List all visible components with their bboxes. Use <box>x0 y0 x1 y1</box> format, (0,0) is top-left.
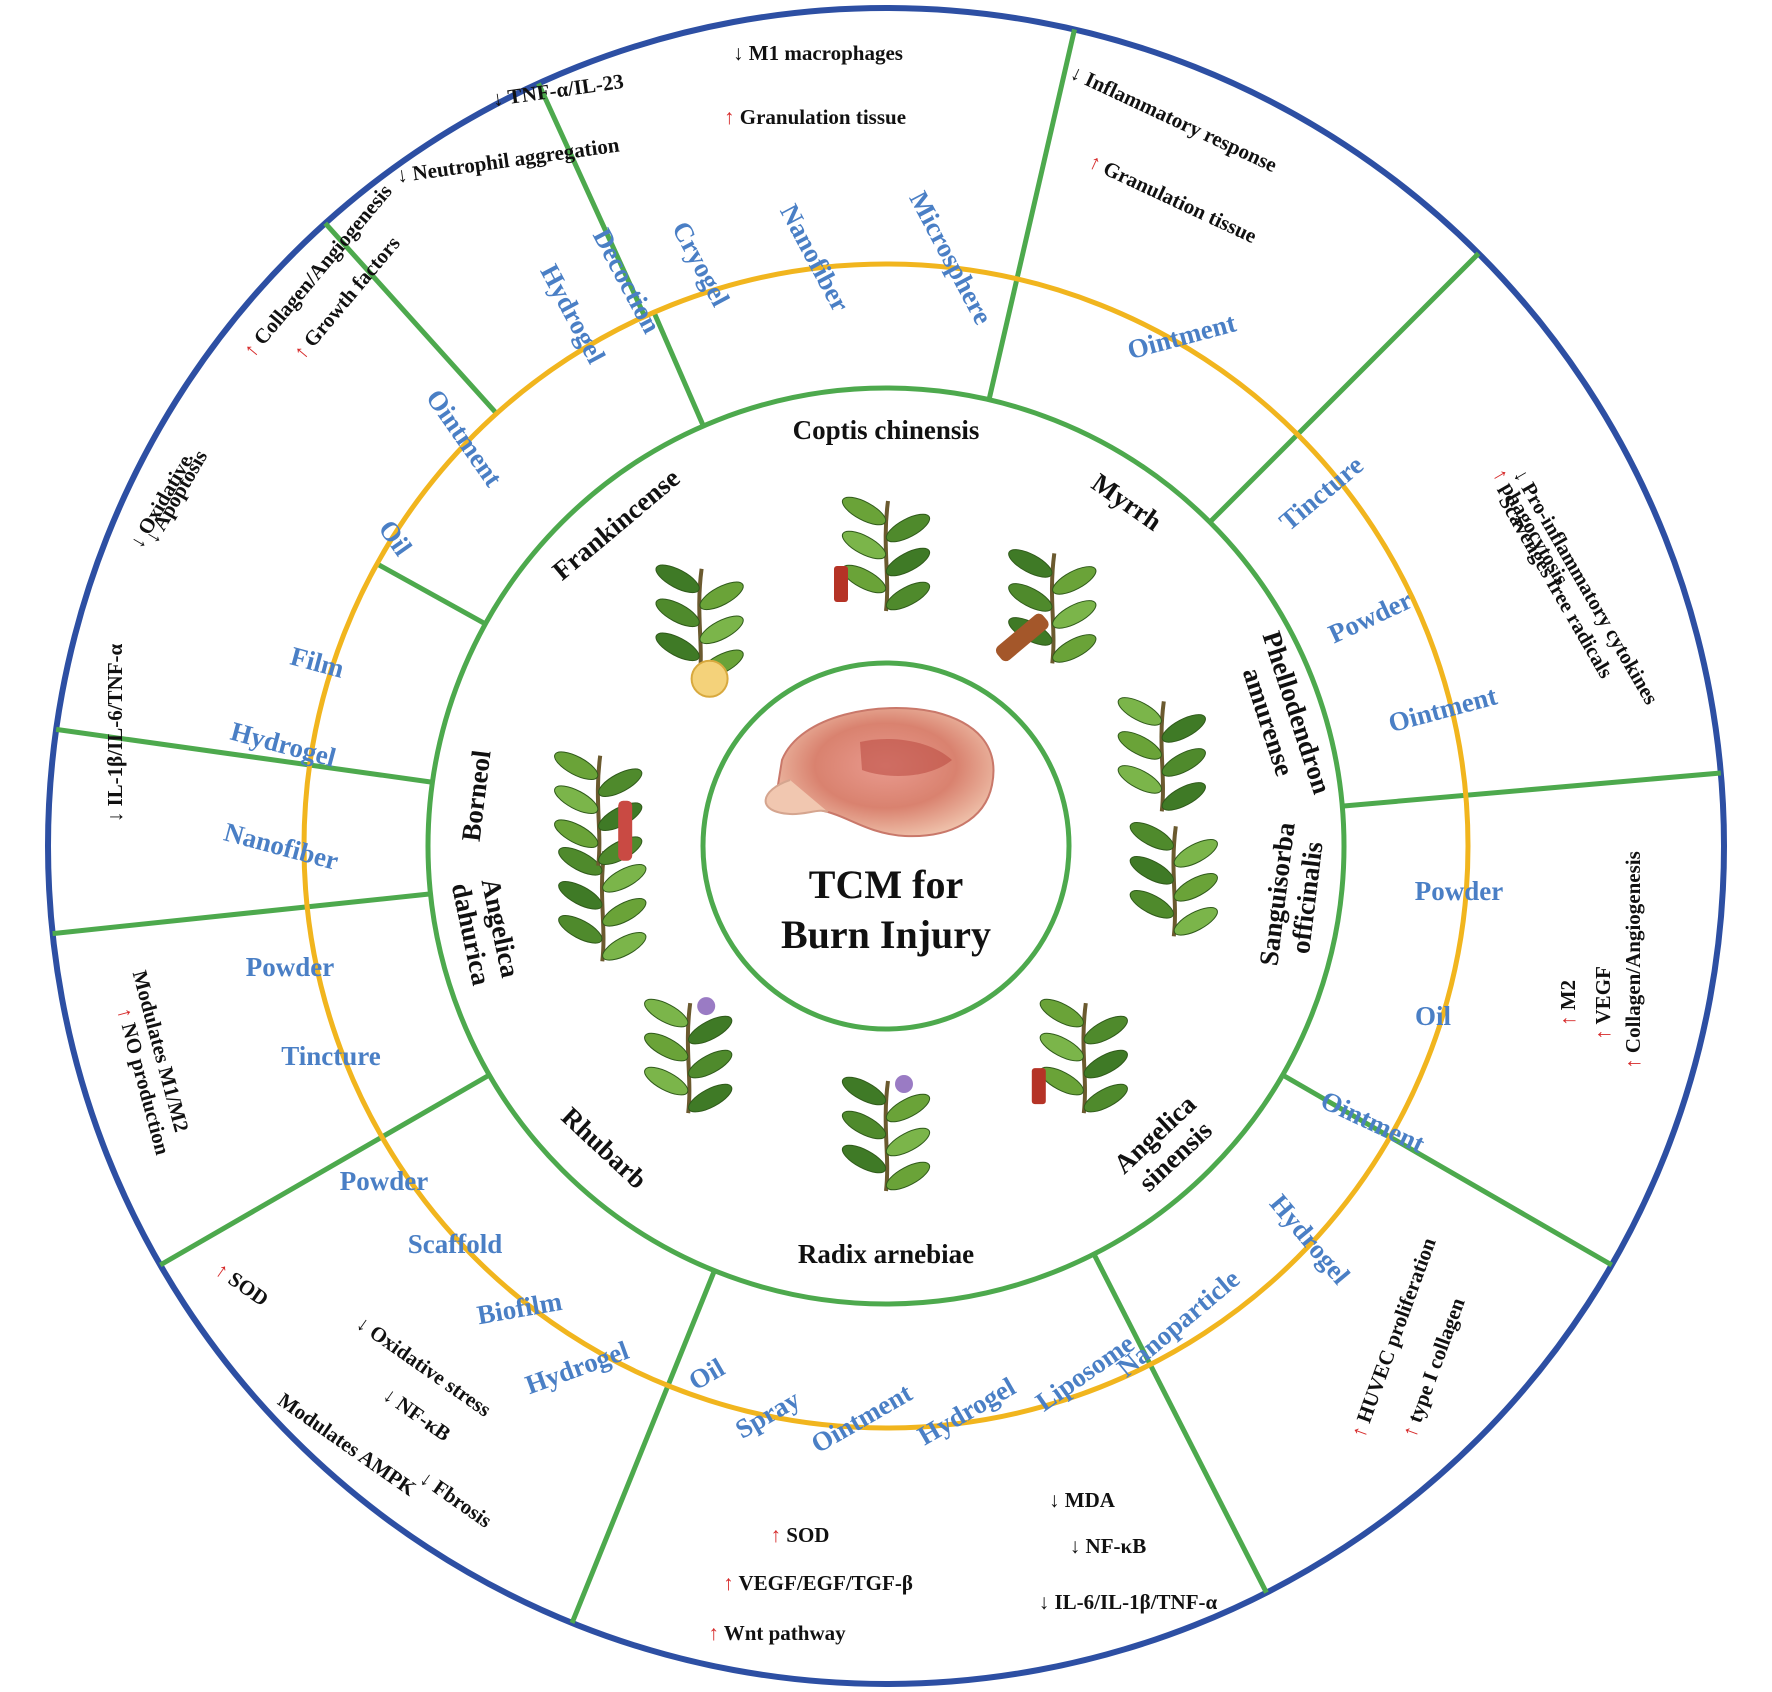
formulation-rhubarb-powder: Powder <box>340 1166 428 1196</box>
formulation-rhubarb-scaffold: Scaffold <box>408 1229 503 1259</box>
borneol-illustration <box>554 751 643 866</box>
segment-divider <box>55 726 433 785</box>
mechanism-coptis-chinensis-m1-macrophages: ↓ M1 macrophages <box>733 41 903 65</box>
mechanism-radix-arnebiae-vegf-egf-tgf: ↑ VEGF/EGF/TGF-β <box>723 1571 913 1595</box>
burned-hand-photo <box>764 707 995 838</box>
mechanism-radix-arnebiae-il-6-il-1-tnf: ↓ IL-6/IL-1β/TNF-α <box>1039 1590 1218 1614</box>
formulation-sanguisorba-officinalis-oil: Oil <box>1415 1001 1452 1031</box>
middle-ring <box>301 261 1471 1431</box>
myrrh-illustration <box>995 549 1097 664</box>
formulation-sanguisorba-officinalis-powder: Powder <box>1415 876 1503 906</box>
center-title-line1: TCM for <box>809 862 963 907</box>
phellodendron-illustration <box>1117 697 1206 812</box>
herb-label-radix-arnebiae: Radix arnebiae <box>798 1239 974 1269</box>
segment-divider <box>375 561 487 627</box>
segment-divider <box>1208 251 1481 524</box>
segment-divider <box>1091 1252 1269 1594</box>
mechanism-sanguisorba-officinalis-m2: ↑ M2 <box>1556 980 1580 1026</box>
sanguisorba-illustration <box>1129 822 1218 937</box>
segment-dividers <box>52 28 1722 1624</box>
mechanism-coptis-chinensis-granulation-tissue: ↑ Granulation tissue <box>724 105 906 129</box>
mechanism-borneol-il-1-il-6-tnf: ↓ IL-1β/IL-6/TNF-α <box>103 643 127 822</box>
mechanism-radix-arnebiae-sod: ↑ SOD <box>771 1523 830 1547</box>
segment-divider <box>569 1269 717 1624</box>
formulation-angelica-dahurica-tincture: Tincture <box>281 1041 381 1071</box>
segment-divider <box>986 28 1077 401</box>
herb-label-coptis-chinensis: Coptis chinensis <box>793 415 980 445</box>
center-title-line2: Burn Injury <box>781 912 991 957</box>
radix-arnebiae-illustration <box>841 1075 931 1192</box>
segment-divider <box>536 82 647 318</box>
angelica-sinensis-illustration <box>1031 998 1128 1114</box>
rhubarb-illustration <box>644 997 733 1114</box>
coptis-chinensis-illustration <box>834 496 931 612</box>
frankincense-illustration <box>655 564 744 698</box>
herb-illustrations <box>554 496 1218 1192</box>
segment-divider <box>323 221 499 416</box>
angelica-dahurica-illustration <box>558 847 647 962</box>
segment-divider <box>1342 770 1722 809</box>
segment-divider <box>52 891 431 937</box>
formulation-angelica-dahurica-powder: Powder <box>246 952 334 982</box>
segment-divider <box>159 1072 491 1268</box>
mechanism-radix-arnebiae-mda: ↓ MDA <box>1049 1488 1116 1512</box>
mechanism-radix-arnebiae-nf-b: ↓ NF-κB <box>1070 1534 1146 1558</box>
segment-divider <box>651 311 706 427</box>
mechanism-radix-arnebiae-wnt-pathway: ↑ Wnt pathway <box>708 1621 846 1645</box>
segment-divider <box>1281 1072 1613 1268</box>
mechanism-sanguisorba-officinalis-vegf: ↑ VEGF <box>1591 966 1615 1040</box>
mechanism-sanguisorba-officinalis-collagen-angiogenesis: ↑ Collagen/Angiogenesis <box>1621 851 1645 1069</box>
